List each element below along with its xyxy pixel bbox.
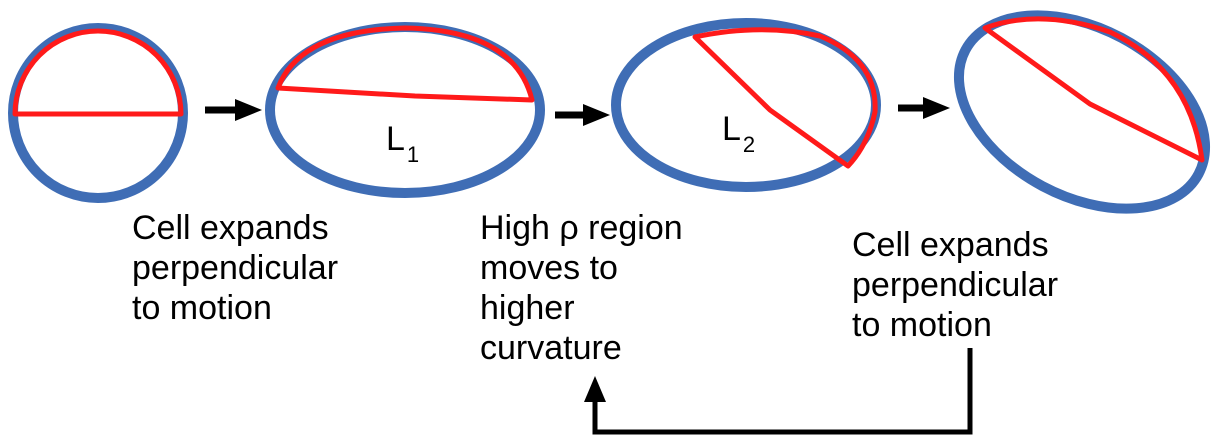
caption-step-2: High ρ region moves to higher curvature	[480, 208, 683, 368]
caption-step-1-line: to motion	[132, 289, 272, 327]
caption-step-3: Cell expands perpendicular to motion	[852, 225, 1058, 345]
caption-step-1-line: perpendicular	[132, 249, 339, 287]
feedback-arrow	[584, 348, 973, 435]
cell-1-high-rho-region	[12, 28, 184, 117]
caption-step-2-line: High ρ region	[480, 209, 683, 247]
caption-step-2-line: curvature	[480, 329, 622, 367]
arrow-2	[555, 104, 610, 126]
arrow-3	[898, 97, 950, 119]
label-l2: L2	[722, 110, 755, 157]
cell-2-high-rho-region	[275, 25, 535, 103]
cell-3-outline	[611, 18, 881, 192]
caption-step-3-line: to motion	[852, 306, 992, 344]
caption-step-1-line: Cell expands	[132, 209, 329, 247]
cell-4-outline	[953, 10, 1211, 214]
arrow-1	[205, 99, 262, 121]
cell-4-high-rho-region	[982, 16, 1205, 163]
cell-1	[8, 23, 188, 203]
label-l1: L1	[386, 120, 419, 167]
caption-step-2-line: higher	[480, 289, 575, 327]
caption-step-3-line: perpendicular	[852, 266, 1059, 304]
caption-step-2-line: moves to	[480, 249, 618, 287]
cell-2: L1	[265, 22, 545, 198]
cell-4	[953, 10, 1211, 214]
caption-step-3-line: Cell expands	[852, 226, 1049, 264]
cell-3-high-rho-region	[692, 27, 878, 169]
cell-3: L2	[611, 18, 881, 192]
caption-step-1: Cell expands perpendicular to motion	[132, 208, 338, 328]
